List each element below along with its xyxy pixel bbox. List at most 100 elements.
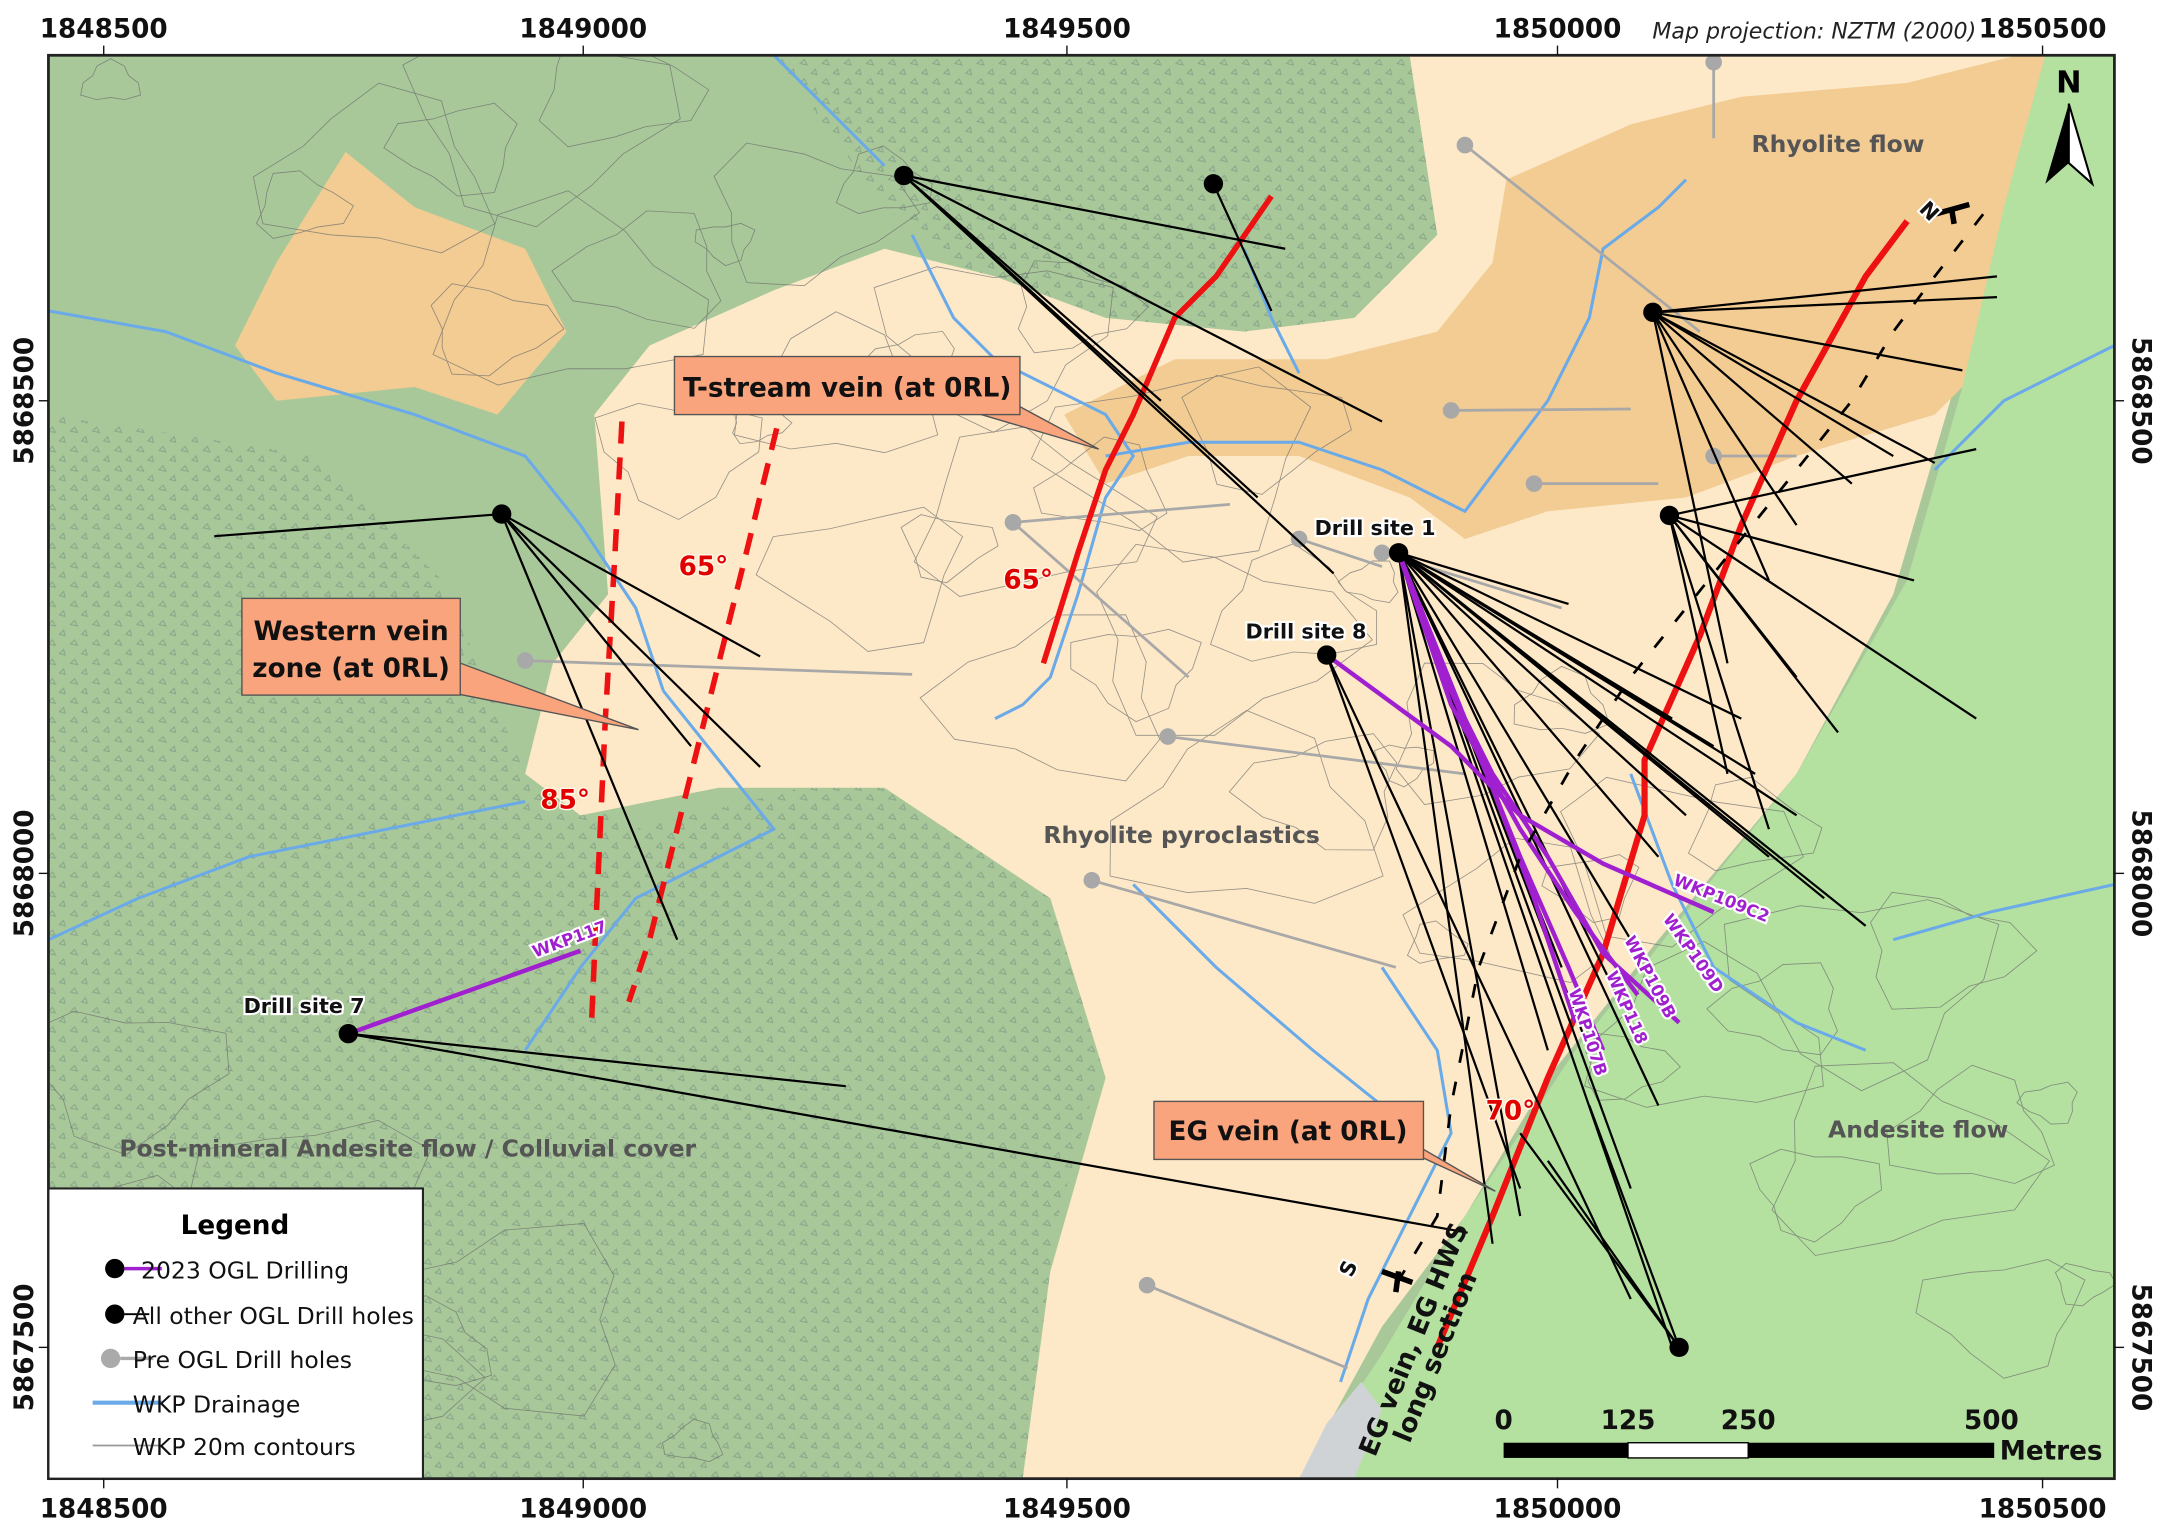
ogl-drill-trace — [1652, 311, 1936, 464]
ogl-drill-trace — [500, 513, 692, 747]
drainage — [48, 55, 2115, 1383]
pre-ogl-collar — [1159, 728, 1177, 745]
contour-line — [1070, 628, 1202, 723]
ogl-drill-trace — [500, 513, 679, 941]
ogl-drill-trace — [348, 1032, 846, 1088]
contour-line — [402, 55, 681, 228]
x-tick-top-0: 1848500 — [40, 14, 168, 44]
contour-line — [1870, 891, 2038, 1010]
contour-line — [1771, 1062, 2051, 1256]
drilling-2023 — [347, 551, 1715, 1052]
pre-ogl-collar — [1004, 514, 1022, 531]
dip-western-2: 65° — [679, 552, 729, 582]
svg-text:125: 125 — [1601, 1406, 1656, 1436]
andesite-flow-area — [1299, 55, 2115, 1479]
contour-line — [1406, 920, 1469, 964]
ogl-drill-trace — [1398, 551, 1673, 720]
contour-line — [1706, 962, 1838, 1056]
contour-line — [48, 1010, 230, 1156]
ogl-drill-trace — [1325, 654, 1522, 1189]
contour-line — [80, 58, 142, 101]
svg-text:WKP Drainage: WKP Drainage — [133, 1390, 301, 1418]
contour-line — [2016, 1081, 2078, 1125]
contour-line — [432, 190, 710, 386]
contour-line — [1541, 854, 1640, 924]
axis-labels — [38, 45, 2125, 1489]
ogl-drill-holes — [214, 174, 1998, 1349]
callout-t-stream: T-stream vein (at 0RL) — [673, 355, 1100, 450]
pre-ogl-drill-trace — [525, 659, 913, 676]
x-tick-bottom-2: 1849500 — [1003, 1494, 1131, 1524]
callout-eg-vein: EG vein (at 0RL) — [1153, 1100, 1496, 1192]
contour-line — [255, 170, 354, 239]
contour-line — [252, 82, 496, 254]
x-tick-bottom-3: 1850000 — [1494, 1494, 1622, 1524]
legend: Legend 2023 OGL Drilling All other OGL D… — [47, 1187, 424, 1480]
contour-line — [835, 145, 933, 214]
ogl-drill-trace — [1397, 552, 1522, 1217]
contour-line — [1915, 1259, 2086, 1379]
y-tick-left-0: 5868500 — [10, 337, 40, 465]
ogl-drill-trace — [1669, 448, 1977, 517]
contour-line — [1886, 1064, 2055, 1184]
pre-ogl-collar — [1705, 55, 1722, 71]
ogl-drill-trace — [501, 513, 761, 658]
x-tick-top-3: 1850000 — [1494, 14, 1622, 44]
pre-ogl-drill-trace — [1146, 1283, 1348, 1370]
dip-t-stream: 65° — [1003, 566, 1053, 596]
pre-ogl-drill-trace — [1464, 144, 1701, 333]
pre-ogl-drill-trace — [1451, 407, 1631, 412]
pre-ogl-drill-trace — [1012, 521, 1190, 679]
contour-line — [1228, 733, 1398, 851]
y-tick-right-0: 5868500 — [2125, 337, 2155, 465]
pre-ogl-drill-trace — [1091, 878, 1397, 969]
ogl-drill-trace — [1652, 311, 1853, 485]
unit-label-rhyolite-pyroclastics: Rhyolite pyroclastics — [1043, 821, 1319, 849]
contour-line — [873, 266, 1114, 433]
svg-text:EG vein (at 0RL): EG vein (at 0RL) — [1169, 1117, 1408, 1147]
contour-line — [755, 506, 964, 652]
ogl-drill-trace — [1397, 551, 1798, 817]
drill-collars — [338, 165, 1689, 1358]
label-drill-site-7: Drill site 7 — [244, 994, 365, 1018]
ogl-drill-trace — [1668, 515, 1770, 830]
contour-line — [1109, 709, 1384, 904]
ogl-drill-trace — [1669, 514, 1915, 582]
contours — [48, 55, 2115, 1479]
callout-western-vein: Western vein zone (at 0RL) — [241, 597, 639, 731]
ogl-drill-trace — [903, 174, 1162, 402]
ogl-drill-trace — [1519, 1132, 1680, 1349]
ogl-drill-trace — [214, 512, 502, 538]
ogl-drill-trace — [1397, 551, 1825, 900]
ogl-drill-trace — [1325, 654, 1632, 1300]
contour-line — [1033, 436, 1168, 532]
ogl-drill-trace — [1398, 551, 1569, 605]
contour-line — [919, 614, 1161, 782]
y-tick-left-2: 5867500 — [10, 1283, 40, 1411]
pre-ogl-collar — [1442, 402, 1460, 419]
y-tick-left-1: 5868000 — [10, 809, 40, 937]
x-tick-top-4: 1850500 — [1979, 14, 2107, 44]
ogl-drill-trace — [1651, 311, 1798, 526]
svg-text:All other OGL Drill holes: All other OGL Drill holes — [133, 1302, 414, 1330]
ogl-drill-trace — [1668, 514, 1977, 720]
contour-line — [694, 222, 756, 267]
svg-text:T-stream vein (at 0RL): T-stream vein (at 0RL) — [683, 374, 1011, 404]
ogl-drill-trace — [903, 174, 1286, 250]
pre-ogl-drill-trace — [1298, 537, 1383, 568]
svg-text:Pre OGL Drill holes: Pre OGL Drill holes — [133, 1346, 352, 1374]
ogl-drill-trace — [1652, 311, 1894, 457]
ogl-drill-trace — [348, 1032, 1468, 1234]
contour-line — [1017, 260, 1149, 354]
t-stream-vein — [1040, 194, 1274, 665]
svg-text:zone (at 0RL): zone (at 0RL) — [252, 654, 450, 684]
pre-ogl-collar — [1525, 475, 1543, 492]
svg-text:N: N — [2056, 66, 2081, 101]
pre-ogl-collar — [1456, 136, 1474, 154]
contour-line — [1749, 1148, 1882, 1243]
svg-text:500: 500 — [1964, 1406, 2019, 1436]
contour-line — [662, 1418, 724, 1463]
unit-label-rhyolite-flow: Rhyolite flow — [1752, 130, 1925, 158]
ogl-drill-trace — [903, 174, 1383, 423]
